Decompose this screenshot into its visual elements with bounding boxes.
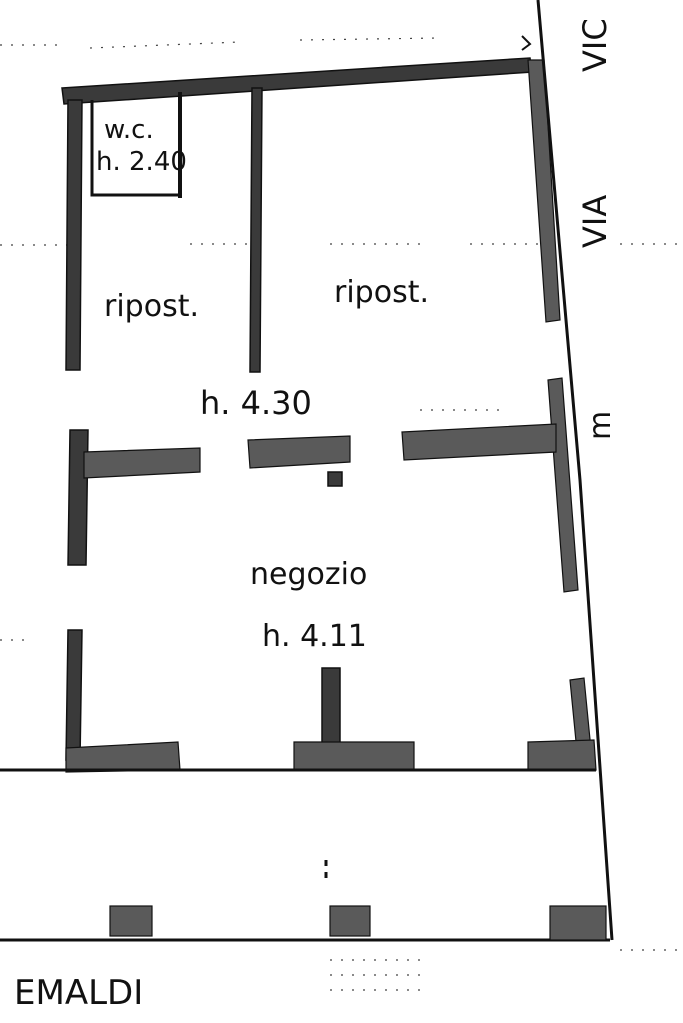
label-wc-height: h. 2.40 [96,147,187,177]
wall-left-middle [67,429,89,566]
portico-pillars [109,905,607,941]
label-shop-height: h. 4.11 [262,619,367,654]
wall-top [61,57,533,105]
label-wc: w.c. [104,115,154,145]
label-shop: negozio [250,557,367,592]
street-label-via: VIA [576,195,614,248]
wc-partitions [90,92,182,198]
label-storage-height: h. 4.30 [200,384,312,422]
wall-left-upper [65,99,83,371]
label-storage-left: ripost. [104,289,199,324]
label-storage-right: ripost. [334,275,429,310]
wall-left-lower [65,629,83,761]
bottom-pillars [65,739,597,773]
wall-shop-partition [321,667,341,746]
middle-walls [83,423,557,487]
small-marks [324,35,532,878]
street-label-emaldi: EMALDI [14,973,143,1013]
wall-right-upper [527,59,561,323]
right-margin-mark: m [583,411,618,440]
street-label-vic: VIC [576,18,614,72]
wall-storage-divider [249,87,263,373]
background-dots [0,37,683,991]
portico-lines [0,0,614,942]
